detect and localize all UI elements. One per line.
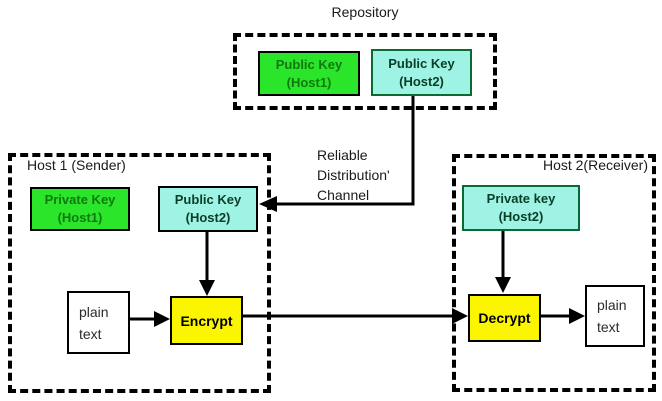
repository-title: Repository [331,4,399,20]
decrypt-box: Decrypt [468,294,541,342]
repository-group-box [233,33,497,110]
host1-plain-text-box: plain text [67,291,130,354]
host2-group-box [452,154,656,392]
repo-public-key-host1-box: Public Key (Host1) [258,51,360,96]
host2-title: Host 2(Receiver) [542,157,648,173]
host1-public-key-box: Public Key (Host2) [158,186,258,232]
host2-private-key-box: Private key (Host2) [462,185,580,231]
repo-public-key-host2-box: Public Key (Host2) [371,49,472,96]
host1-private-key-box: Private Key (Host1) [30,187,130,231]
host1-group-box [8,153,271,393]
encrypt-box: Encrypt [170,296,243,345]
reliable-distribution-channel-label: Reliable Distribution' Channel [317,147,390,203]
arrow-encrypt-to-decrypt [243,308,468,324]
host2-plain-text-box: plain text [585,285,645,347]
host1-title: Host 1 (Sender) [27,157,126,173]
